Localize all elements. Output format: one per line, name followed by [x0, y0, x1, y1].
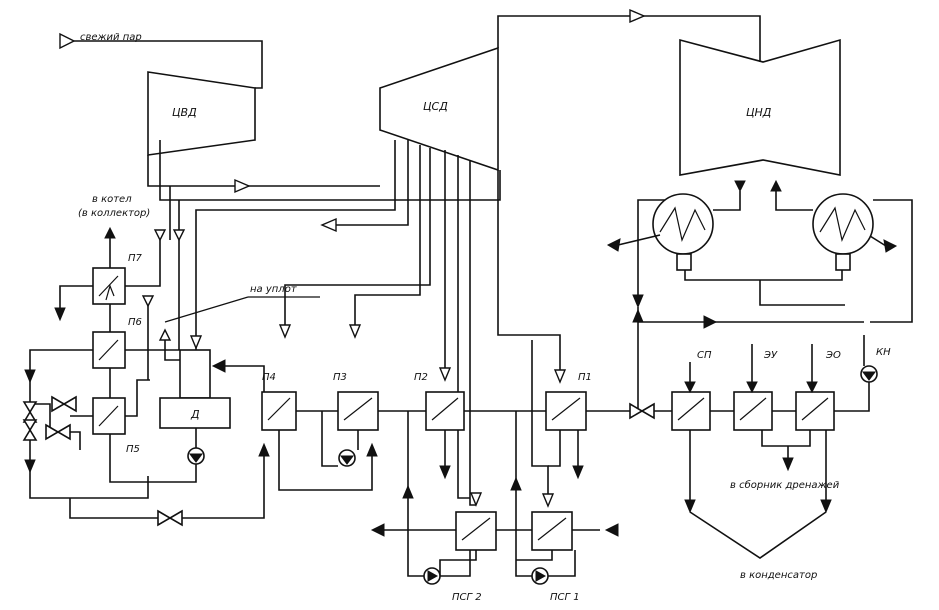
- heater-psg2: [455, 511, 497, 551]
- heater-psg1-label: ПСГ 1: [550, 592, 580, 603]
- condenser-right: [812, 193, 874, 255]
- heater-p1-label: П1: [578, 372, 592, 383]
- fresh-steam-label: свежий пар: [80, 32, 142, 43]
- kn-label: КН: [876, 347, 891, 358]
- condenser-left: [652, 193, 714, 255]
- heater-p4-label: П4: [262, 372, 276, 383]
- deaerator-label: Д: [190, 408, 200, 421]
- valve-left-3: [22, 401, 38, 423]
- heater-eo: [795, 391, 835, 431]
- heater-psg1: [531, 511, 573, 551]
- eu-label: ЭУ: [763, 350, 778, 361]
- heater-psg2-label: ПСГ 2: [452, 592, 482, 603]
- valve-left-4: [22, 419, 38, 441]
- heater-sp: [671, 391, 711, 431]
- deaerator-tank: [159, 397, 231, 429]
- hp-cylinder-label: ЦВД: [172, 106, 197, 119]
- heater-p2: [425, 391, 465, 431]
- to-seals-label: на уплот: [250, 284, 298, 295]
- sp-label: СП: [697, 350, 712, 361]
- to-boiler-label-2: (в коллектор): [78, 208, 150, 219]
- heater-p7-label: П7: [128, 253, 143, 264]
- lp-cylinder: [679, 38, 841, 176]
- valve-left-2: [45, 423, 71, 441]
- drain-collector-label: в сборник дренажей: [730, 479, 840, 491]
- heater-p6-label: П6: [128, 317, 142, 328]
- heater-p3-label: П3: [333, 372, 347, 383]
- heater-p3: [337, 391, 379, 431]
- ip-cylinder-label: ЦСД: [423, 100, 448, 113]
- fresh-steam-arrow: [59, 32, 76, 50]
- hp-cylinder: [147, 71, 256, 156]
- junction-valve: [629, 402, 655, 420]
- heater-p1: [545, 391, 587, 431]
- crossover-arrow: [629, 8, 646, 24]
- heater-eu: [733, 391, 773, 431]
- valve-bottom: [157, 509, 183, 527]
- deaerator-column: [179, 349, 211, 399]
- to-boiler-label-1: в котел: [92, 194, 132, 205]
- eo-label: ЭО: [825, 350, 841, 361]
- valve-left-1: [51, 395, 77, 413]
- lp-cylinder-label: ЦНД: [746, 106, 772, 119]
- heater-p5-label: П5: [126, 444, 140, 455]
- heater-p4: [261, 391, 297, 431]
- heater-p2-label: П2: [414, 372, 428, 383]
- hp-exhaust-arrow: [234, 178, 251, 194]
- to-condenser-label: в конденсатор: [740, 570, 817, 581]
